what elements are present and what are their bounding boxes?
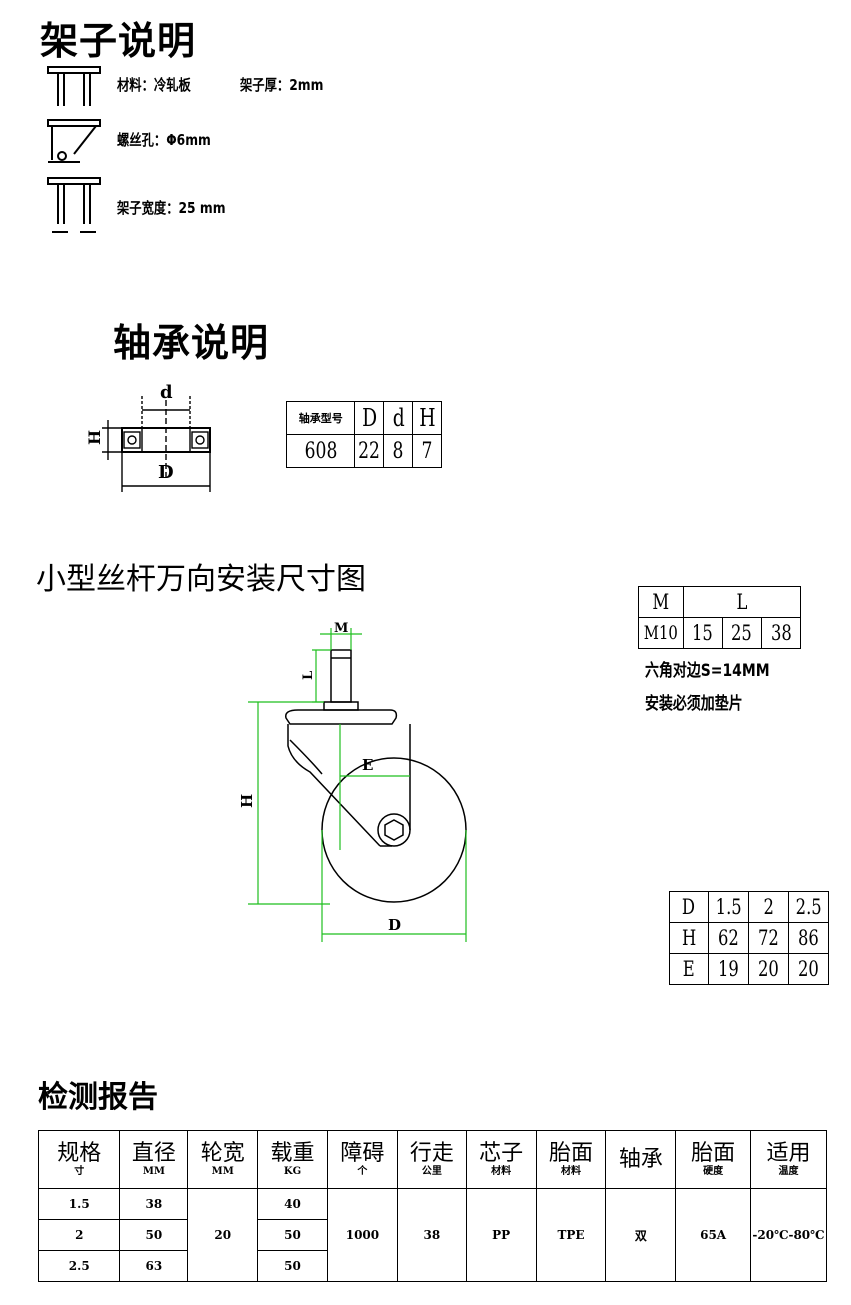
install-note-washer: 安装必须加垫片 [645,694,743,714]
bearing-diagram: d D H [85,382,211,492]
install-note-hex: 六角对边S=14MM [645,661,770,681]
dhe-table: D 1.5 2 2.5 H 62 72 86 E 19 20 20 [669,891,830,985]
dhe-cell: 2.5 [787,891,830,923]
ml-td-25: 25 [721,617,762,649]
dhe-cell: 20 [748,953,789,985]
report-th-core: 芯子材料 [465,1130,537,1189]
bearing-label-d: d [160,382,173,403]
caster-label-L: L [301,671,316,680]
frame-screw-hole: 螺丝孔：Φ6mm [117,131,211,149]
caster-label-M: M [334,621,348,636]
report-title: 检测报告 [38,1080,158,1115]
report-tread-material: TPE [535,1188,607,1282]
report-size: 1.5 [37,1188,121,1220]
dhe-cell: 86 [787,922,830,954]
ml-table: M L M10 15 25 38 [638,586,802,649]
report-load: 40 [257,1188,328,1220]
report-th-temperature: 适用温度 [749,1130,828,1189]
frame-material: 材料：冷轧板 [117,76,191,94]
report-diameter: 50 [119,1219,189,1251]
dhe-cell: 62 [707,922,750,954]
bearing-td-H: 7 [412,434,442,468]
bearing-th-model: 轴承型号 [285,401,356,435]
dhe-cell: 2 [748,891,789,923]
ml-td-15: 15 [682,617,723,649]
dhe-cell: E [669,953,709,985]
caster-label-D: D [388,916,401,934]
report-hardness: 65A [675,1188,751,1282]
report-core-material: PP [465,1188,537,1282]
dhe-cell: 1.5 [707,891,750,923]
report-th-tread: 胎面材料 [535,1130,607,1189]
report-load: 50 [257,1219,328,1251]
frame-side-icon [47,119,101,163]
bearing-td-d: 8 [383,434,414,468]
bearing-th-H: H [412,401,442,435]
report-diameter: 38 [119,1188,189,1220]
dhe-cell: 20 [787,953,830,985]
dhe-cell: 72 [748,922,789,954]
report-temperature: -20℃-80℃ [749,1188,828,1282]
report-size: 2 [37,1219,121,1251]
bearing-label-H: H [85,430,104,445]
report-th-hardness: 胎面硬度 [675,1130,751,1189]
frame-width-icon [47,177,101,233]
bearing-table: 轴承型号 D d H 608 22 8 7 [285,401,442,468]
frame-thickness: 架子厚：2mm [240,76,324,94]
report-th-obstacle: 障碍个 [326,1130,398,1189]
caster-diagram: M L H E D [238,621,467,942]
bearing-td-model: 608 [285,434,356,468]
caster-dimensions [248,628,467,942]
bearing-label-D: D [158,462,174,483]
report-bearing-type: 双 [605,1188,677,1282]
report-size: 2.5 [37,1250,121,1282]
report-th-bearing: 轴承 [605,1130,677,1189]
report-th-distance: 行走公里 [396,1130,467,1189]
dhe-cell: 19 [707,953,750,985]
frame-icons [47,66,101,233]
caster-label-H: H [238,794,256,808]
ml-td-38: 38 [760,617,802,649]
caster-label-E: E [362,756,373,774]
frame-width: 架子宽度：25 mm [117,199,226,217]
ml-th-L: L [682,586,802,618]
bearing-th-d: d [383,401,414,435]
dhe-cell: H [669,922,709,954]
bearing-td-D: 22 [354,434,385,468]
report-obstacles: 1000 [326,1188,398,1282]
ml-td-M10: M10 [638,617,684,649]
report-diameter: 63 [119,1250,189,1282]
bearing-title: 轴承说明 [113,321,270,365]
install-title: 小型丝杆万向安装尺寸图 [36,562,366,597]
frame-title: 架子说明 [40,19,197,63]
dhe-cell: D [669,891,709,923]
ml-th-M: M [638,586,684,618]
report-distance: 38 [396,1188,467,1282]
bearing-th-D: D [354,401,385,435]
report-load: 50 [257,1250,328,1282]
report-wheel-width: 20 [187,1188,259,1282]
report-th-size: 规格寸 [37,1130,121,1189]
frame-top-icon [47,66,101,106]
